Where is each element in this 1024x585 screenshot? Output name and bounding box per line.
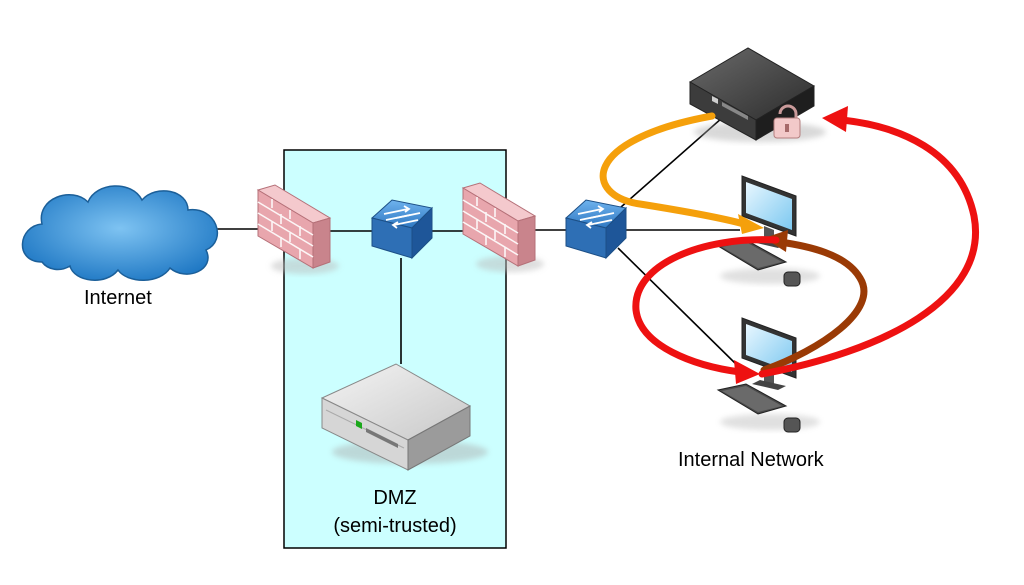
- cloud-icon: [21, 185, 218, 281]
- internet-label: Internet: [84, 287, 152, 309]
- firewall-icon: [461, 182, 544, 272]
- firewall-icon: [256, 184, 339, 274]
- red-arrow-left: [632, 236, 780, 384]
- server-icon: [320, 363, 488, 471]
- workstation-icon: [716, 175, 820, 287]
- red-arrow-right: [758, 106, 979, 378]
- dmz-label: DMZ (semi-trusted): [284, 484, 506, 540]
- switch-icon: [564, 199, 628, 260]
- lock-icon: [773, 104, 801, 139]
- dmz-title: DMZ: [373, 487, 417, 509]
- internal-network-label: Internal Network: [678, 449, 824, 471]
- switch-icon: [370, 199, 434, 260]
- orange-arrow: [599, 112, 764, 234]
- secure-server-icon: [689, 47, 826, 142]
- dmz-note: (semi-trusted): [333, 515, 457, 537]
